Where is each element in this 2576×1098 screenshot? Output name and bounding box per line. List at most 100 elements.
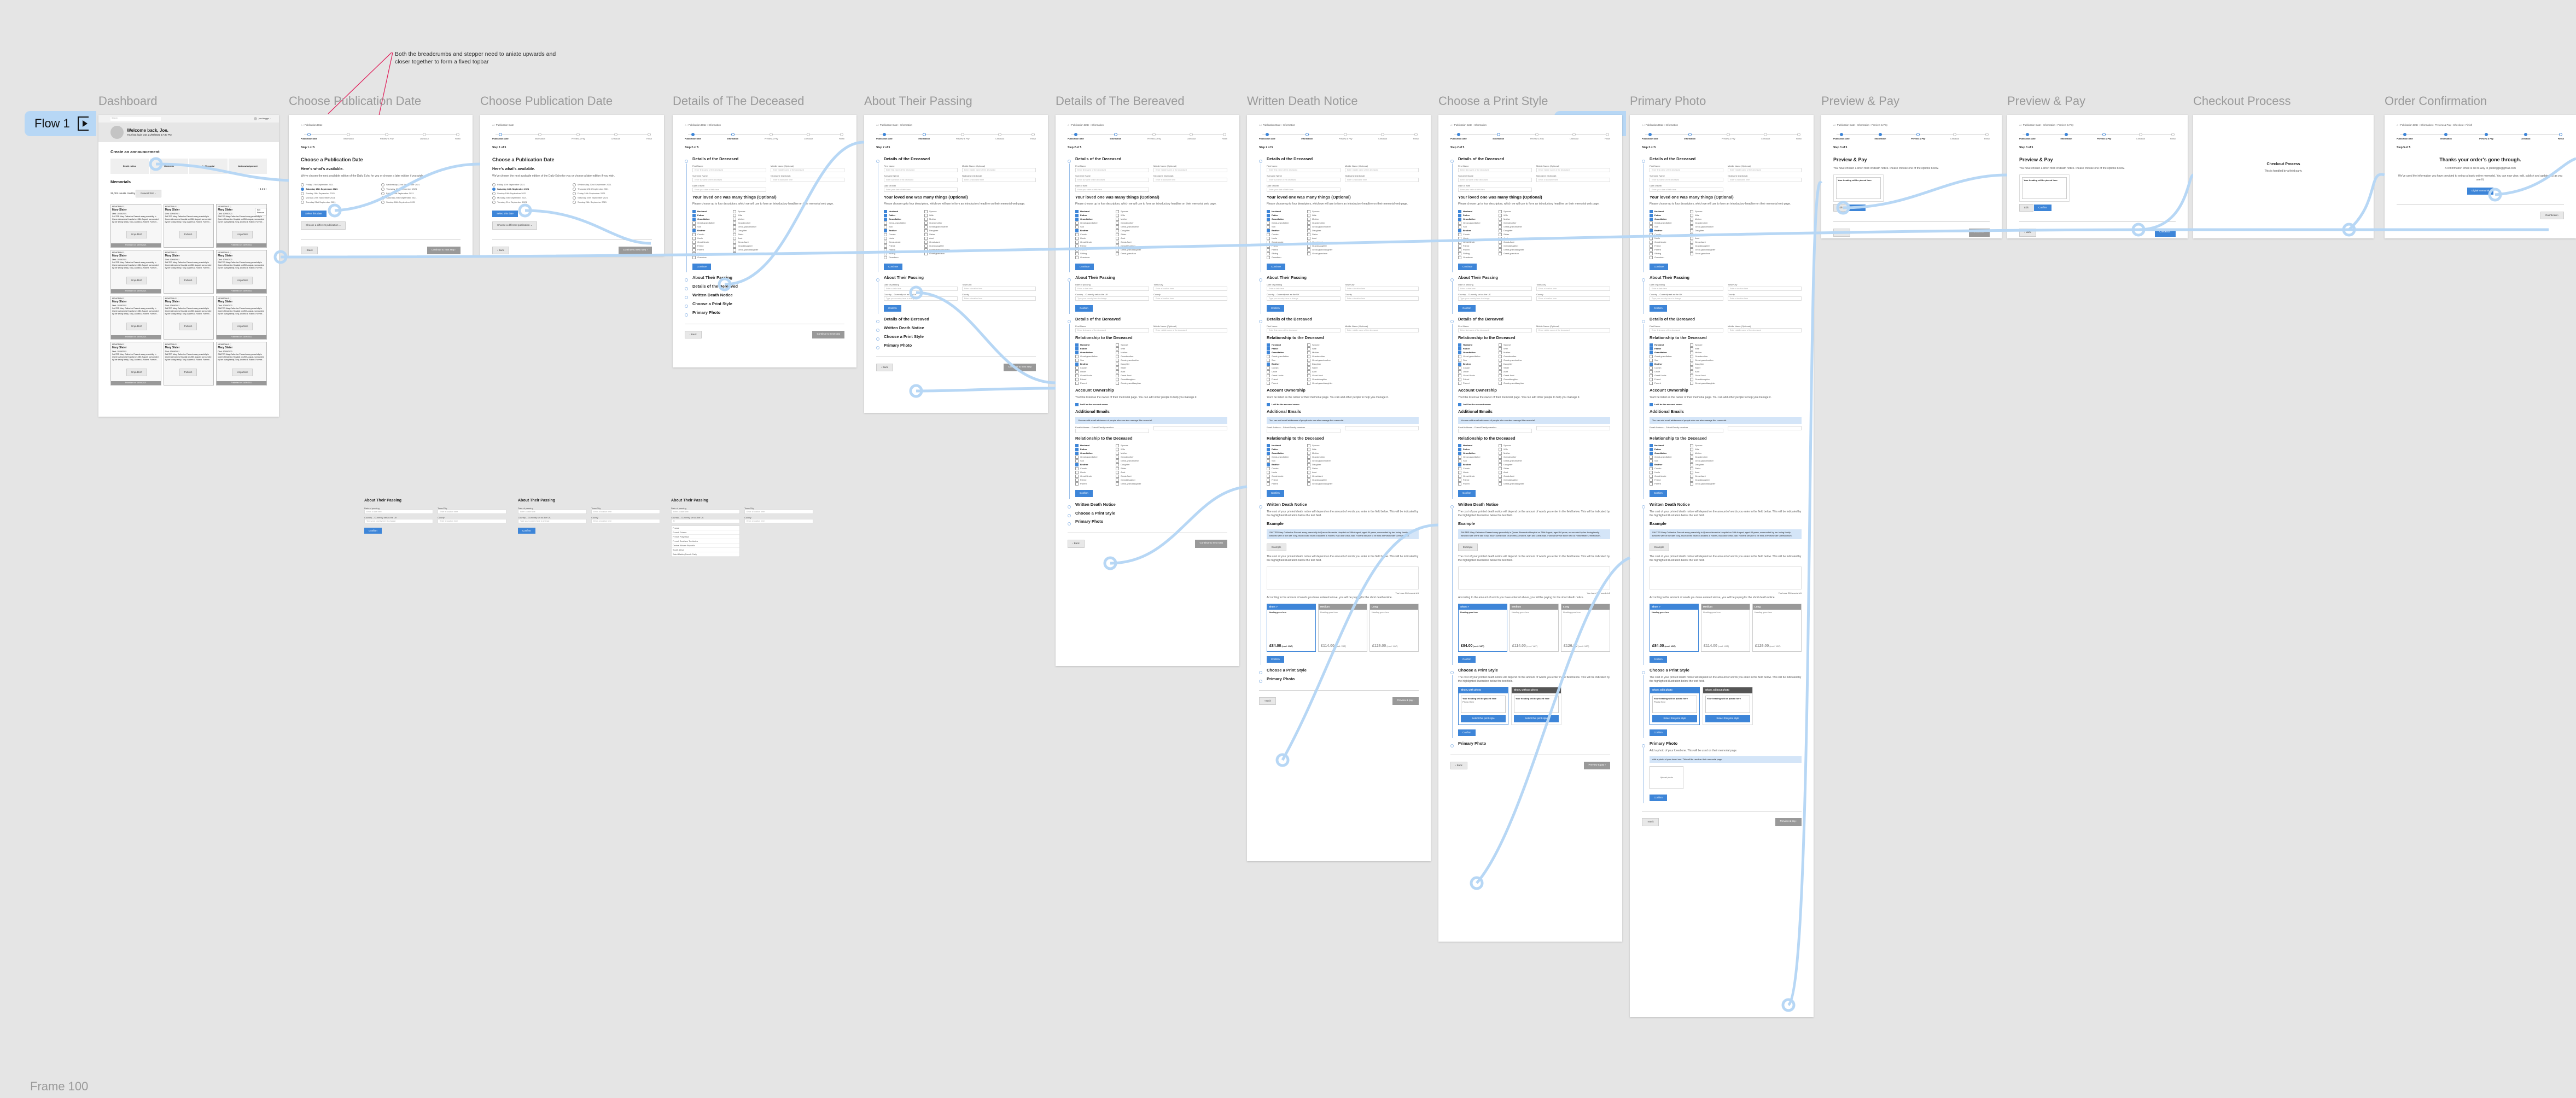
checkbox[interactable]: Sister: [1307, 366, 1345, 370]
stepper-step[interactable]: Finish: [455, 132, 461, 141]
confirm-button[interactable]: Confirm: [1650, 656, 1667, 663]
accordion-section[interactable]: Written Death Notice: [876, 325, 1036, 332]
section-title[interactable]: Details of the Deceased: [1458, 156, 1505, 162]
checkbox[interactable]: Great-grandmother: [1307, 225, 1345, 229]
checkbox[interactable]: Brother: [1650, 463, 1688, 467]
checkbox[interactable]: Aunt: [1307, 236, 1345, 240]
checkbox[interactable]: Grandfather: [1075, 452, 1114, 455]
text-input[interactable]: Type your country here to change: [1075, 296, 1149, 301]
stepper-step[interactable]: Finish: [1413, 132, 1419, 141]
checkbox[interactable]: Cousin: [1458, 232, 1496, 236]
text-input[interactable]: Enter a location here: [1153, 286, 1227, 291]
confirm-button[interactable]: Confirm: [1848, 204, 1866, 212]
checkbox[interactable]: Uncle: [1458, 370, 1496, 373]
date-radio[interactable]: Tuesday 21st September 2021: [301, 200, 380, 204]
checkbox[interactable]: Father: [1650, 347, 1688, 351]
dropdown-option[interactable]: French Southern Territories: [672, 539, 739, 544]
checkbox[interactable]: Great-Uncle: [692, 240, 731, 244]
text-input[interactable]: Type your country here to change: [1650, 296, 1723, 301]
checkbox[interactable]: Great-granddaughter: [1499, 381, 1537, 385]
checkbox[interactable]: Uncle: [1075, 236, 1114, 240]
back-button[interactable]: ‹ Back: [1833, 229, 1850, 237]
checkbox[interactable]: Mother: [924, 217, 963, 221]
checkbox[interactable]: Aunt: [1116, 370, 1154, 373]
text-input[interactable]: Enter a date here: [1458, 286, 1532, 291]
stepper-step[interactable]: Information: [535, 132, 545, 141]
checkbox[interactable]: Cousin: [692, 232, 731, 236]
checkbox[interactable]: Great-grandmother: [1499, 459, 1537, 463]
next-button[interactable]: Preview & pay ›: [1392, 697, 1419, 705]
checkbox[interactable]: Parent: [1075, 482, 1114, 486]
text-input[interactable]: [1536, 425, 1610, 430]
checkbox[interactable]: Daughter: [1307, 229, 1345, 232]
checkbox[interactable]: Father: [1267, 213, 1305, 217]
checkbox[interactable]: Friend: [1458, 377, 1496, 381]
checkbox[interactable]: Great-granddaughter: [1307, 482, 1345, 486]
stepper-step[interactable]: Checkout: [1950, 132, 1959, 141]
checkbox[interactable]: Grandson: [1650, 255, 1688, 259]
section-title[interactable]: Details of the Bereaved: [1650, 317, 1695, 322]
text-input[interactable]: Enter first name of the deceased: [1458, 167, 1532, 172]
checkbox[interactable]: Granddaughter: [1690, 244, 1728, 248]
price-card[interactable]: Short ✓Heading goes here£84.00 (excl. VA…: [1458, 603, 1507, 652]
text-input[interactable]: Enter a nickname here: [1345, 177, 1419, 182]
checkbox[interactable]: Spouse: [1690, 444, 1728, 448]
next-button[interactable]: Continue to next step: [1004, 363, 1036, 372]
date-radio[interactable]: Tuesday 21st September 2021: [492, 200, 572, 204]
checkbox[interactable]: Granddaughter: [1499, 377, 1537, 381]
checkbox[interactable]: Friend: [884, 244, 922, 248]
checkbox[interactable]: Great-Uncle: [1267, 373, 1305, 377]
text-input[interactable]: Enter middle name of the deceased: [771, 167, 844, 172]
text-input[interactable]: Type your country here to change: [1267, 296, 1341, 301]
checkbox[interactable]: Great-Aunt: [1116, 475, 1154, 478]
checkbox[interactable]: Mother: [1116, 452, 1154, 455]
checkbox[interactable]: Aunt: [1116, 236, 1154, 240]
checkbox[interactable]: Uncle: [692, 236, 731, 240]
checkbox[interactable]: Great-Aunt: [1116, 373, 1154, 377]
checkbox[interactable]: Uncle: [1267, 471, 1305, 475]
text-input[interactable]: Enter a location here: [1345, 296, 1419, 301]
checkbox[interactable]: Mother: [1690, 217, 1728, 221]
card-menu-item[interactable]: Edit: [257, 209, 260, 212]
checkbox[interactable]: Aunt: [1690, 471, 1728, 475]
date-radio[interactable]: Saturday 25th September 2021: [381, 196, 461, 200]
checkbox[interactable]: Parent: [1267, 248, 1305, 252]
checkbox[interactable]: Grandmother: [1499, 455, 1537, 459]
breadcrumb[interactable]: ⌂ › Publication Date: [492, 124, 514, 126]
checkbox[interactable]: Grandmother: [1116, 455, 1154, 459]
checkbox[interactable]: Sibling: [884, 252, 922, 255]
checkbox[interactable]: Great-grandfather: [1075, 221, 1114, 225]
checkbox[interactable]: Father: [1458, 448, 1496, 452]
checkbox[interactable]: Spouse: [1690, 343, 1728, 347]
checkbox[interactable]: Wife: [1499, 448, 1537, 452]
date-radio[interactable]: Monday 20th September 2021: [301, 196, 380, 200]
checkbox[interactable]: Granddaughter: [1307, 244, 1345, 248]
checkbox[interactable]: Great-granddaughter: [1307, 248, 1345, 252]
example-button[interactable]: Example: [1267, 543, 1286, 552]
checkbox[interactable]: Great-Aunt: [924, 240, 963, 244]
checkbox[interactable]: Husband: [1267, 209, 1305, 213]
text-input[interactable]: Enter your date of birth here: [692, 187, 766, 192]
text-input[interactable]: [1345, 425, 1419, 430]
unpublish-button[interactable]: Unpublish: [126, 230, 148, 239]
price-card[interactable]: Short ✓Heading goes here£84.00 (excl. VA…: [1267, 603, 1316, 652]
accordion-section[interactable]: Primary Photo: [1450, 741, 1610, 748]
checkbox[interactable]: Grandson: [692, 255, 731, 259]
checkbox[interactable]: Great-granddaughter: [1690, 482, 1728, 486]
checkbox[interactable]: Sister: [1690, 232, 1728, 236]
text-input[interactable]: Enter a location here: [1536, 286, 1610, 291]
next-button[interactable]: Preview & pay ›: [1775, 818, 1802, 826]
dropdown-option[interactable]: Central African Republic: [672, 544, 739, 548]
confirm-button[interactable]: Confirm: [1650, 490, 1667, 497]
checkbox[interactable]: Great-Uncle: [1650, 475, 1688, 478]
dropdown-option[interactable]: France: [672, 526, 739, 530]
edit-button[interactable]: Edit: [2019, 203, 2033, 212]
checkbox[interactable]: Great-granddaughter: [1116, 482, 1154, 486]
publish-button[interactable]: Publish: [179, 276, 197, 285]
checkbox[interactable]: Parent: [1458, 248, 1496, 252]
